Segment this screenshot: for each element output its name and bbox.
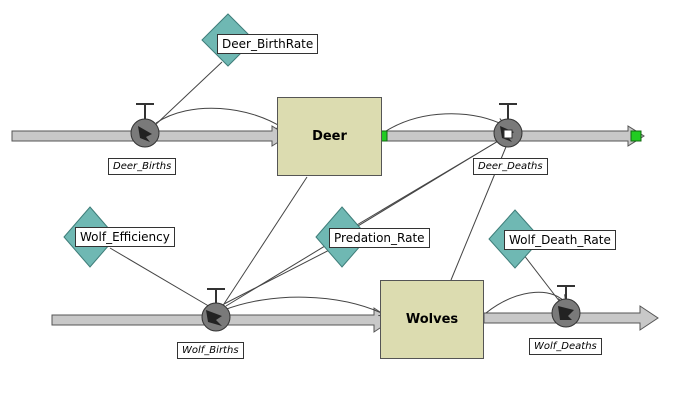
arc-wolf-births — [223, 296, 388, 316]
valve-deer-births[interactable] — [130, 103, 160, 148]
connector-birthrate-to-deer-births — [151, 61, 223, 129]
arc-deer-births — [155, 107, 286, 130]
valve-wolf-births[interactable] — [201, 288, 231, 332]
stock-deer[interactable]: Deer — [277, 97, 382, 176]
connectors — [109, 61, 561, 311]
connector-predation-to-deer-deaths — [344, 139, 501, 233]
connector-deer-to-wolf-births — [219, 176, 308, 311]
arc-deer-deaths — [385, 113, 506, 132]
deer-deaths-label[interactable]: Deer_Deaths — [473, 158, 548, 175]
valve-deer-deaths[interactable] — [493, 103, 523, 148]
connector-predation-to-wolf-births — [223, 241, 346, 305]
connector-death-rate-to-wolf-deaths — [519, 249, 561, 303]
connector-efficiency-to-wolf-births — [109, 247, 213, 309]
flow-arcs — [155, 107, 566, 316]
wolf-death-rate-label[interactable]: Wolf_Death_Rate — [504, 230, 616, 250]
wolf-deaths-label[interactable]: Wolf_Deaths — [529, 338, 602, 355]
deer-deaths-sink-port — [630, 130, 642, 142]
deer-birthrate-label[interactable]: Deer_BirthRate — [217, 34, 319, 54]
wolf-births-label[interactable]: Wolf_Births — [177, 342, 244, 359]
wolf-efficiency-label[interactable]: Wolf_Efficiency — [75, 227, 175, 247]
deer-births-label[interactable]: Deer_Births — [108, 158, 177, 175]
predation-rate-label[interactable]: Predation_Rate — [329, 228, 430, 248]
stock-wolves[interactable]: Wolves — [380, 280, 484, 359]
valve-wolf-deaths[interactable] — [551, 285, 581, 328]
